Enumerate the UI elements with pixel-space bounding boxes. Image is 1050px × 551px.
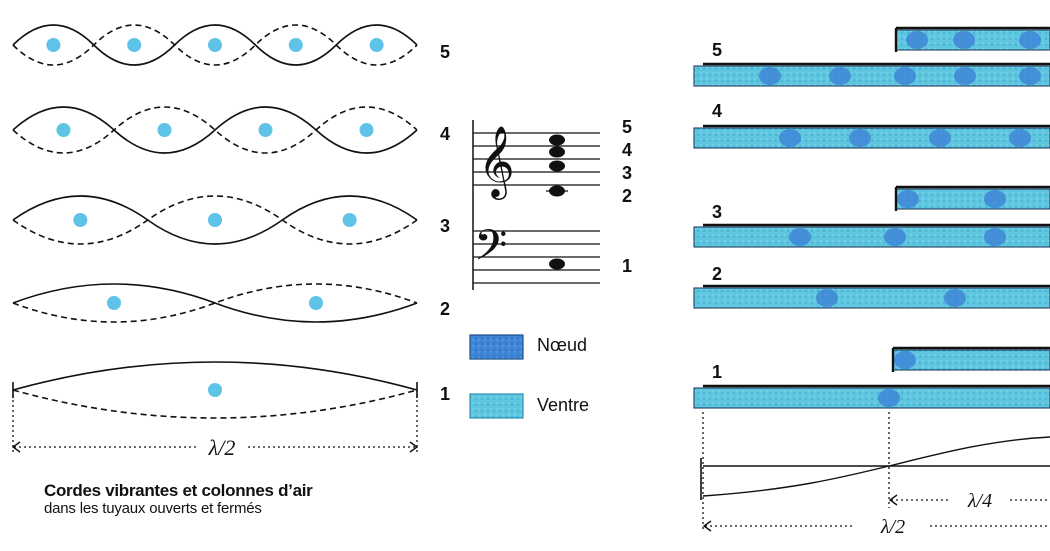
pipe-label-1: 1 <box>712 362 722 382</box>
pressure-node <box>954 67 976 85</box>
antinode-dot <box>342 213 357 227</box>
string-label-2: 2 <box>440 299 450 319</box>
string-wave-dashed <box>12 283 418 323</box>
air-columns <box>693 26 1050 409</box>
pipe-wave-dimensions: λ/4 λ/2 <box>700 412 1050 538</box>
antinode-dot <box>208 38 222 52</box>
antinode-dot <box>157 123 172 137</box>
pressure-node <box>884 228 906 246</box>
legend-antinode-label: Ventre <box>537 395 590 415</box>
pipe-label-4: 4 <box>712 101 722 121</box>
string-wavelength-label: λ/2 <box>208 435 236 460</box>
vibrating-strings <box>12 24 418 419</box>
pressure-node <box>1019 67 1041 85</box>
pressure-node <box>789 228 811 246</box>
closed-pipe-3 <box>895 188 1050 210</box>
string-label-4: 4 <box>440 124 450 144</box>
half-wavelength-dimension: λ/2 <box>11 390 419 460</box>
bass-staff-lines <box>473 230 600 284</box>
pressure-node <box>779 129 801 147</box>
node-swatch <box>469 334 524 360</box>
staff-number-3: 3 <box>622 163 632 183</box>
pressure-node <box>984 190 1006 208</box>
bass-clef-icon: 𝄢 <box>474 221 507 281</box>
pressure-node <box>929 129 951 147</box>
pressure-node <box>953 31 975 49</box>
legend-node-label: Nœud <box>537 335 588 355</box>
pipe-label-5: 5 <box>712 40 722 60</box>
staff-number-1: 1 <box>622 256 632 276</box>
pressure-node <box>829 67 851 85</box>
open-pipe-3 <box>693 226 1050 248</box>
pipe-label-3: 3 <box>712 202 722 222</box>
antinode-dot <box>107 296 121 310</box>
quarter-wavelength-label: λ/4 <box>967 490 992 512</box>
open-pipe-5 <box>693 65 1050 87</box>
caption-line-1: Cordes vibrantes et colonnes d’air <box>44 481 313 500</box>
pressure-node <box>1019 31 1041 49</box>
antinode-dot <box>369 38 384 52</box>
treble-clef-icon: 𝄞 <box>478 124 515 200</box>
musical-staff: 𝄞 𝄢 5 4 3 2 1 <box>472 117 632 290</box>
string-wave-solid <box>12 361 418 391</box>
antinode-dot <box>288 38 303 52</box>
antinode-dot <box>208 213 222 227</box>
antinode-dot <box>309 296 323 310</box>
pressure-node <box>984 228 1006 246</box>
pressure-node <box>849 129 871 147</box>
pressure-node <box>1009 129 1031 147</box>
antinode-dot <box>127 38 142 52</box>
note-3 <box>549 160 565 172</box>
pressure-node <box>894 351 916 369</box>
antinode-dot <box>46 38 61 52</box>
note-1 <box>549 258 565 270</box>
string-wave-dashed <box>12 24 418 66</box>
pressure-node <box>897 190 919 208</box>
string-label-3: 3 <box>440 216 450 236</box>
open-pipe-4 <box>693 127 1050 149</box>
open-pipe-2 <box>693 287 1050 309</box>
string-wave-solid <box>12 283 418 323</box>
string-label-5: 5 <box>440 42 450 62</box>
note-5 <box>549 134 565 146</box>
staff-number-2: 2 <box>622 186 632 206</box>
pipe-half-wavelength-label: λ/2 <box>880 516 905 538</box>
pressure-node <box>944 289 966 307</box>
antinode-dot <box>359 123 374 137</box>
string-label-1: 1 <box>440 384 450 404</box>
notes <box>546 134 568 270</box>
pressure-node <box>906 31 928 49</box>
pressure-node <box>759 67 781 85</box>
string-wave-solid <box>12 195 418 245</box>
figure-caption: Cordes vibrantes et colonnes d’air dans … <box>44 481 313 518</box>
string-wave-dashed <box>12 389 418 419</box>
pipe-label-2: 2 <box>712 264 722 284</box>
antinode-dot <box>208 383 222 397</box>
caption-line-2: dans les tuyaux ouverts et fermés <box>44 500 262 517</box>
antinode-dot <box>56 123 71 137</box>
string-wave-solid <box>12 24 418 66</box>
staff-number-4: 4 <box>622 140 632 160</box>
antinode-dot <box>73 213 88 227</box>
note-4 <box>549 146 565 158</box>
antinode-dot <box>258 123 273 137</box>
closed-pipe-1 <box>892 349 1050 371</box>
pressure-node <box>878 389 900 407</box>
treble-staff-lines <box>473 132 600 186</box>
staff-number-5: 5 <box>622 117 632 137</box>
string-wave-solid <box>12 106 418 154</box>
pressure-node <box>894 67 916 85</box>
open-pipe-1 <box>693 387 1050 409</box>
pressure-node <box>816 289 838 307</box>
antinode-swatch <box>469 393 524 419</box>
string-wave-dashed <box>12 195 418 245</box>
